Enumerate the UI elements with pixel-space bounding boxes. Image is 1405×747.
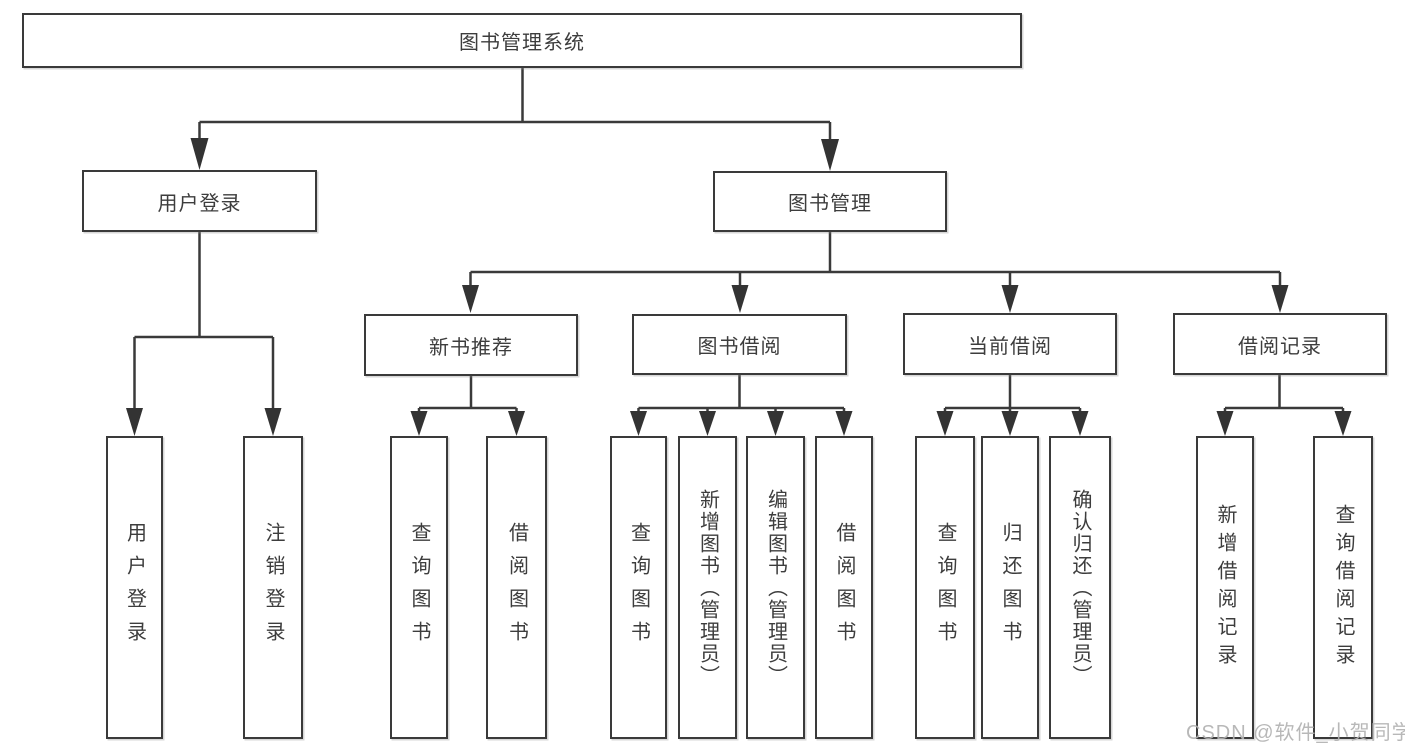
leaf-borrow-query-books: 查询图书 (610, 436, 667, 739)
node-label: 确认归还（管理员） (1069, 488, 1091, 687)
node-label: 图书管理 (788, 193, 872, 215)
arrow-down-icon (190, 138, 209, 170)
node-borrow-records: 借阅记录 (1173, 313, 1387, 375)
leaf-records-add-borrow-record: 新增借阅记录 (1196, 436, 1254, 739)
node-label: 用户登录 (157, 192, 242, 215)
leaf-borrow-edit-books-admin: 编辑图书（管理员） (746, 436, 805, 739)
connector-root-to-level2 (198, 68, 832, 141)
leaf-records-query-borrow-record: 查询借阅记录 (1313, 436, 1373, 739)
leaf-current-query-books: 查询图书 (915, 436, 975, 739)
node-label: 图书借阅 (697, 336, 782, 358)
node-current-borrow: 当前借阅 (903, 313, 1117, 375)
node-label: 编辑图书（管理员） (764, 488, 787, 687)
arrow-down-icon (699, 411, 716, 436)
arrow-down-icon (264, 408, 282, 436)
leaf-new-books-borrow: 借阅图书 (486, 436, 547, 739)
node-new-book-recommend: 新书推荐 (364, 314, 578, 376)
node-label: 归还图书 (999, 521, 1021, 654)
node-label: 查询借阅记录 (1332, 503, 1354, 672)
connector-new-books-to-leaves (417, 376, 518, 413)
arrow-down-icon (1001, 411, 1019, 436)
node-label: 借阅图书 (833, 521, 855, 654)
connector-borrow-records-to-leaves (1223, 375, 1345, 413)
connector-book-borrow-to-leaves (637, 375, 846, 413)
leaf-borrow-borrow-books: 借阅图书 (815, 436, 873, 739)
arrow-down-icon (1334, 411, 1352, 436)
arrow-down-icon (767, 411, 784, 436)
arrow-down-icon (462, 285, 479, 313)
arrow-down-icon (1271, 285, 1289, 313)
node-label: 查询图书 (627, 521, 650, 654)
arrow-down-icon (835, 411, 853, 436)
arrow-down-icon (410, 411, 428, 436)
leaf-current-return-books: 归还图书 (981, 436, 1039, 739)
connector-book-mgmt-to-level3 (469, 232, 1282, 287)
node-label: 图书管理系统 (459, 32, 585, 54)
leaf-user-login: 用户登录 (106, 436, 163, 739)
arrow-down-icon (936, 411, 954, 436)
leaf-new-books-query: 查询图书 (390, 436, 448, 739)
node-book-management: 图书管理 (713, 171, 947, 232)
node-label: 借阅图书 (505, 521, 528, 654)
node-label: 新增图书（管理员） (696, 488, 719, 687)
node-label: 查询图书 (934, 521, 956, 654)
csdn-watermark: CSDN @软件_小贺同学 (1186, 722, 1405, 744)
leaf-borrow-add-books-admin: 新增图书（管理员） (678, 436, 737, 739)
leaf-current-confirm-return-admin: 确认归还（管理员） (1049, 436, 1111, 739)
connector-current-borrow-to-leaves (943, 375, 1082, 413)
node-label: 用户登录 (123, 521, 146, 654)
node-label: 借阅记录 (1238, 335, 1322, 358)
node-label: 新书推荐 (429, 336, 513, 359)
connector-lines (133, 68, 1345, 413)
node-label: 查询图书 (408, 521, 430, 654)
node-label: 当前借阅 (968, 335, 1052, 358)
node-book-borrow: 图书借阅 (632, 314, 847, 375)
arrowheads (126, 138, 1352, 436)
node-root-library-system: 图书管理系统 (22, 13, 1022, 68)
arrow-down-icon (508, 411, 525, 436)
node-label: 新增借阅记录 (1214, 503, 1236, 672)
arrow-down-icon (1071, 411, 1089, 436)
arrow-down-icon (1001, 285, 1019, 313)
arrow-down-icon (821, 139, 839, 171)
node-user-login: 用户登录 (82, 170, 317, 232)
leaf-logout-login: 注销登录 (243, 436, 303, 739)
arrow-down-icon (126, 408, 143, 436)
arrow-down-icon (630, 411, 647, 436)
node-label: 注销登录 (262, 521, 284, 654)
arrow-down-icon (1216, 411, 1234, 436)
connector-user-login-to-leaves (133, 232, 275, 410)
arrow-down-icon (731, 285, 749, 313)
